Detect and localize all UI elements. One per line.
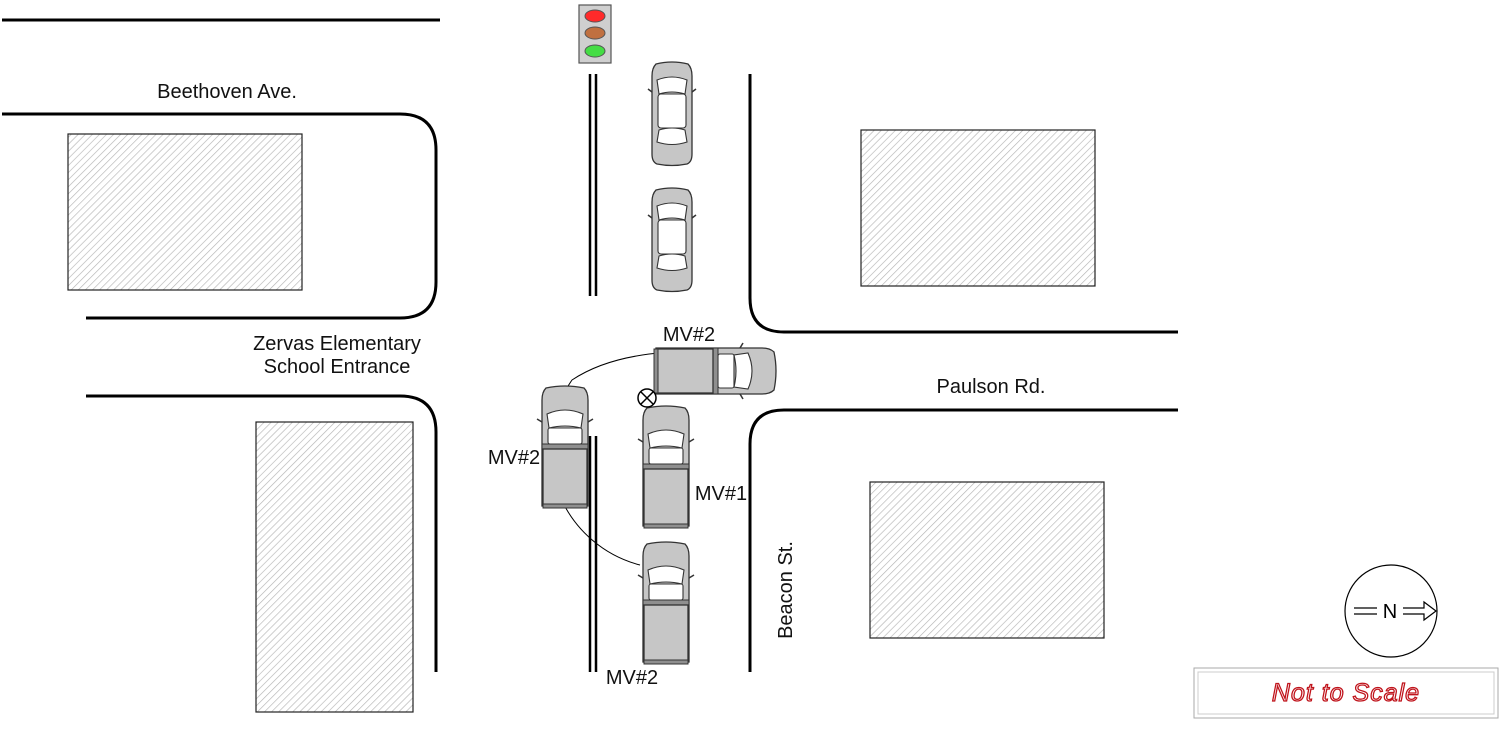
southeast-block-curb [748,408,1178,672]
beethoven-ave-label: Beethoven Ave. [157,81,297,103]
southwest-block-curb [86,394,438,672]
compass-letter: N [1383,601,1397,623]
school-entrance-label-line1: Zervas Elementary [253,333,421,355]
traffic-light [578,4,612,64]
vehicles [536,61,777,665]
northeast-block-curb [748,74,1178,334]
north-arrow-icon: N [1344,564,1438,658]
amber-lamp-icon [584,26,606,40]
mv1-label: MV#1 [695,483,747,505]
queued-car-1 [647,61,697,167]
building-southwest [255,421,414,713]
mv2-label-impact: MV#2 [663,324,715,346]
beacon-st-label: Beacon St. [775,541,797,639]
red-lamp-icon [584,9,606,23]
school-entrance-label-line2: School Entrance [264,356,411,378]
mv1-vehicle [637,405,695,529]
mv2-vehicle-at-impact [653,342,777,400]
mv2-label-turning: MV#2 [488,447,540,469]
road-edges [2,18,1178,672]
building-northwest [67,133,303,291]
school-block-curb [2,112,438,320]
green-lamp-icon [584,44,606,58]
building-southeast [869,481,1105,639]
queued-car-2 [647,187,697,293]
not-to-scale-banner: Not to Scale [1193,667,1499,719]
building-northeast [860,129,1096,287]
paulson-rd-label: Paulson Rd. [937,376,1046,398]
not-to-scale-text: Not to Scale [1272,679,1420,707]
mv2-vehicle-start [637,541,695,665]
center-lines [588,74,598,672]
impact-point-icon [637,388,657,408]
mv2-label-start: MV#2 [606,667,658,689]
buildings [67,129,1105,713]
mv2-vehicle-turning [536,385,594,509]
